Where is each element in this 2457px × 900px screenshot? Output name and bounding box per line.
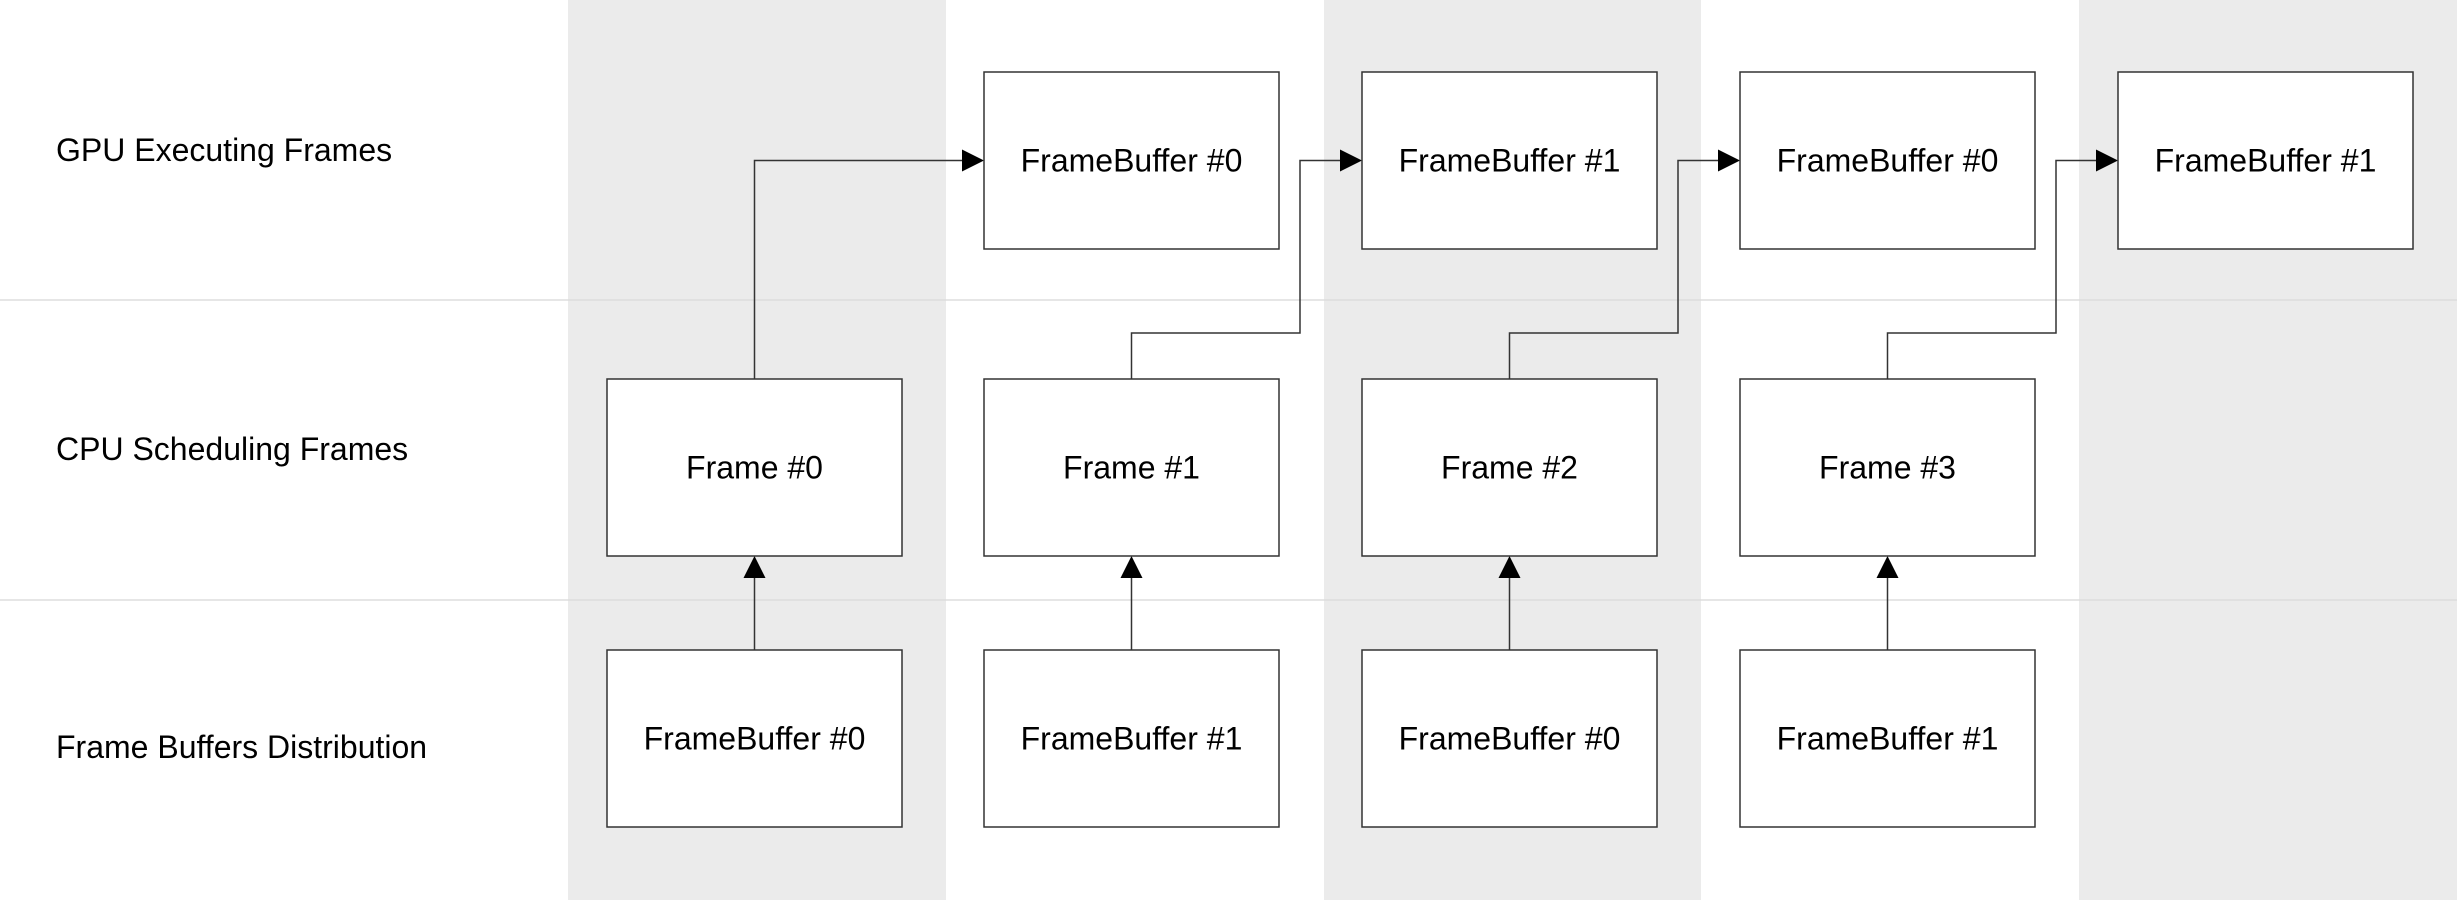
connector-arrowhead — [1718, 149, 1740, 172]
connector-arrowhead — [962, 149, 984, 172]
connector-arrowhead — [2096, 149, 2118, 172]
connector-0 — [743, 556, 766, 650]
gpu-framebuffer-box-label: FrameBuffer #1 — [1399, 143, 1621, 179]
gpu-framebuffer-box-rect — [1361, 71, 1658, 250]
lane-separators — [0, 299, 2457, 601]
framebuffer-distribution-box-1: FrameBuffer #1 — [983, 649, 1280, 828]
gpu-framebuffer-box-rect — [2117, 71, 2414, 250]
connector-line — [1508, 159, 1718, 379]
boxes: FrameBuffer #0 FrameBuffer #1 FrameBuffer … — [606, 71, 2414, 828]
cpu-frame-box-label: Frame #2 — [1441, 450, 1578, 486]
framebuffer-distribution-box-3: FrameBuffer #1 — [1739, 649, 2036, 828]
gpu-framebuffer-box-0: FrameBuffer #0 — [983, 71, 1280, 250]
framebuffer-distribution-box-2: FrameBuffer #0 — [1361, 649, 1658, 828]
connector-arrowhead — [1340, 149, 1362, 172]
framebuffer-distribution-box-label: FrameBuffer #0 — [1399, 721, 1621, 757]
gpu-framebuffer-box-rect — [1739, 71, 2036, 250]
cpu-frame-box-rect — [606, 378, 903, 557]
cpu-frame-box-rect — [1361, 378, 1658, 557]
connector-arrowhead — [1498, 556, 1521, 578]
gpu-framebuffer-box-3: FrameBuffer #1 — [2117, 71, 2414, 250]
cpu-frame-box-rect — [1739, 378, 2036, 557]
gpu-framebuffer-box-label: FrameBuffer #0 — [1021, 143, 1243, 179]
connector-arrowhead — [743, 556, 766, 578]
connector-line — [753, 159, 962, 379]
framebuffer-distribution-box-0: FrameBuffer #0 — [606, 649, 903, 828]
connector-arrowhead — [1876, 556, 1899, 578]
connector-line — [1886, 159, 2096, 379]
cpu-frame-box-label: Frame #0 — [686, 450, 823, 486]
gpu-framebuffer-box-label: FrameBuffer #1 — [2155, 143, 2377, 179]
cpu-frame-box-label: Frame #1 — [1063, 450, 1200, 486]
connector-line — [1130, 159, 1340, 379]
connector-arrowhead — [1120, 556, 1143, 578]
lane-labels: GPU Executing Frames CPU Scheduling Fram… — [56, 132, 427, 765]
framebuffer-distribution-box-label: FrameBuffer #1 — [1021, 721, 1243, 757]
cpu-frame-box-label: Frame #3 — [1819, 450, 1956, 486]
gpu-framebuffer-box-label: FrameBuffer #0 — [1777, 143, 1999, 179]
connector-3 — [1876, 556, 1899, 650]
framebuffer-distribution-box-rect — [983, 649, 1280, 828]
cpu-frame-box-rect — [983, 378, 1280, 557]
cpu-frame-box-3: Frame #3 — [1739, 378, 2036, 557]
lane-label-gpu: GPU Executing Frames — [56, 132, 392, 168]
connectors — [743, 149, 2118, 650]
framebuffer-distribution-box-rect — [1361, 649, 1658, 828]
connector-7 — [1886, 149, 2118, 379]
framebuffer-distribution-box-rect — [1739, 649, 2036, 828]
cpu-frame-box-2: Frame #2 — [1361, 378, 1658, 557]
connector-5 — [1130, 149, 1362, 379]
cpu-frame-box-0: Frame #0 — [606, 378, 903, 557]
lane-label-framebuffers: Frame Buffers Distribution — [56, 729, 427, 765]
connector-4 — [753, 149, 984, 379]
framebuffer-distribution-box-label: FrameBuffer #0 — [644, 721, 866, 757]
lane-label-cpu: CPU Scheduling Frames — [56, 431, 408, 467]
connector-6 — [1508, 149, 1740, 379]
gpu-framebuffer-box-rect — [983, 71, 1280, 250]
gpu-framebuffer-box-1: FrameBuffer #1 — [1361, 71, 1658, 250]
cpu-frame-box-1: Frame #1 — [983, 378, 1280, 557]
framebuffer-distribution-box-rect — [606, 649, 903, 828]
connector-1 — [1120, 556, 1143, 650]
connector-2 — [1498, 556, 1521, 650]
gpu-framebuffer-box-2: FrameBuffer #0 — [1739, 71, 2036, 250]
framebuffer-distribution-box-label: FrameBuffer #1 — [1777, 721, 1999, 757]
